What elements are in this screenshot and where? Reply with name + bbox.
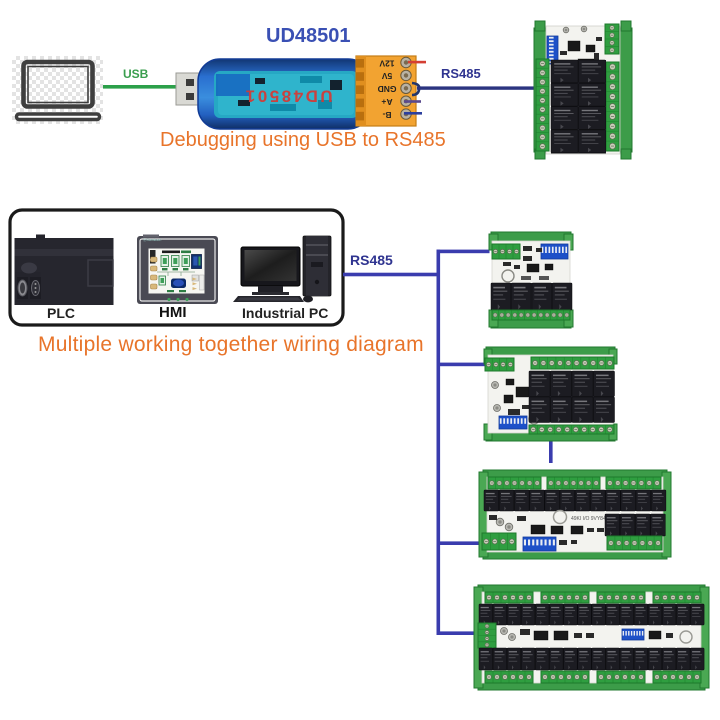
- svg-text:⦿Samkoon: ⦿Samkoon: [143, 237, 161, 242]
- svg-text:GND: GND: [378, 84, 397, 94]
- svg-text:B-: B-: [382, 110, 391, 120]
- svg-text:5V: 5V: [381, 71, 392, 81]
- svg-text:UD48501: UD48501: [243, 87, 332, 106]
- svg-text:49KI I/O 9VY84V8C: 49KI I/O 9VY84V8C: [571, 516, 616, 522]
- svg-text:A+: A+: [381, 97, 392, 107]
- svg-text:12V: 12V: [379, 58, 394, 68]
